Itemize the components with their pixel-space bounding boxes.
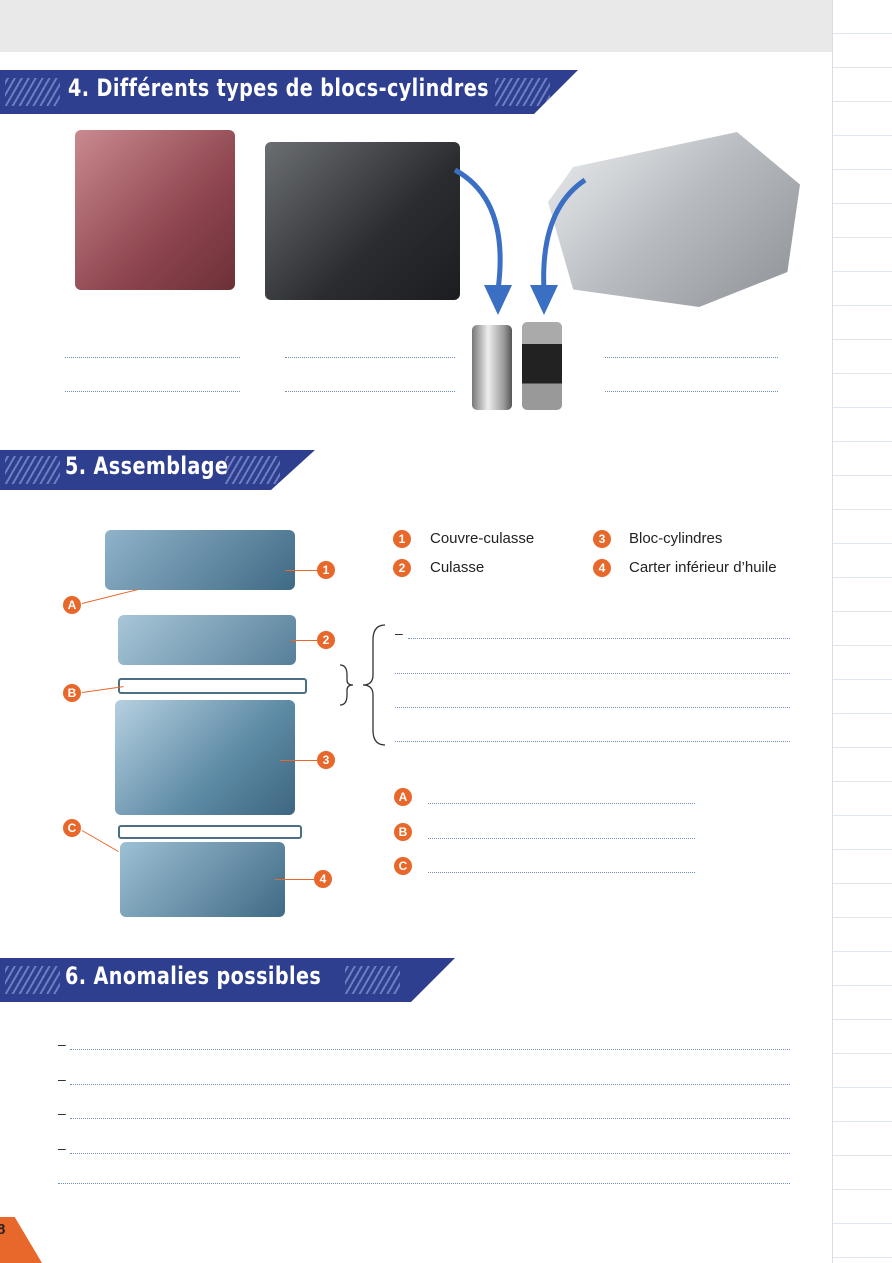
page-number-tab: 8 xyxy=(0,1217,42,1263)
legend-label: Couvre-culasse xyxy=(430,530,535,547)
banner-hatch xyxy=(225,456,280,484)
page-number: 8 xyxy=(0,1221,6,1238)
wet-liner-image xyxy=(472,325,512,410)
section-5-banner: 5. Assemblage xyxy=(0,450,315,490)
dry-liner-image xyxy=(522,322,562,410)
legend-label: Culasse xyxy=(430,559,485,576)
answer-line[interactable] xyxy=(395,741,790,742)
answer-line[interactable] xyxy=(285,391,455,392)
banner-hatch xyxy=(5,456,60,484)
legend-num: 3 xyxy=(593,530,611,548)
section-4-banner: 4. Différents types de blocs-cylindres xyxy=(0,70,578,114)
legend-num: 4 xyxy=(593,559,611,577)
legend-label: Carter inférieur d’huile xyxy=(629,559,777,576)
cylinder-head-cover-image xyxy=(105,530,295,590)
callout-1: 1 xyxy=(317,561,335,579)
leader-line xyxy=(285,570,317,571)
answer-line[interactable] xyxy=(58,1183,790,1184)
legend-label: Bloc-cylindres xyxy=(629,530,723,547)
answer-line[interactable] xyxy=(428,872,695,873)
answer-line[interactable] xyxy=(395,707,790,708)
arrows-to-liners-icon xyxy=(453,167,587,315)
engine-block-image xyxy=(115,700,295,815)
head-gasket-image xyxy=(118,678,307,694)
dash: – xyxy=(58,1071,66,1087)
legend-num: 2 xyxy=(393,559,411,577)
dash: – xyxy=(58,1105,66,1121)
banner-hatch xyxy=(495,78,550,106)
section-5-title: 5. Assemblage xyxy=(65,452,229,480)
leader-line xyxy=(280,760,317,761)
callout-c: C xyxy=(63,819,81,837)
callout-a: A xyxy=(63,596,81,614)
answer-line[interactable] xyxy=(70,1049,790,1050)
leader-line xyxy=(81,588,139,604)
banner-hatch xyxy=(5,966,60,994)
oil-pan-gasket-image xyxy=(118,825,302,839)
dry-liner-block-image xyxy=(265,142,460,300)
answer-line[interactable] xyxy=(428,838,695,839)
dash: – xyxy=(58,1140,66,1156)
page-edge-margin xyxy=(832,0,892,1263)
leader-line xyxy=(290,640,317,641)
brace-icon xyxy=(339,624,386,746)
answer-line[interactable] xyxy=(605,391,778,392)
callout-3: 3 xyxy=(317,751,335,769)
leader-line xyxy=(275,879,314,880)
cast-iron-block-image xyxy=(75,130,235,290)
section-6-banner: 6. Anomalies possibles xyxy=(0,958,455,1002)
answer-line[interactable] xyxy=(70,1084,790,1085)
banner-hatch xyxy=(5,78,60,106)
dash: – xyxy=(395,625,403,641)
answer-line[interactable] xyxy=(428,803,695,804)
answer-line[interactable] xyxy=(70,1153,790,1154)
leader-line xyxy=(81,830,119,852)
legend-num: 1 xyxy=(393,530,411,548)
dash: – xyxy=(58,1036,66,1052)
callout-b: B xyxy=(63,684,81,702)
answer-line[interactable] xyxy=(65,391,240,392)
callout-4: 4 xyxy=(314,870,332,888)
oil-pan-image xyxy=(120,842,285,917)
cylinder-head-image xyxy=(118,615,296,665)
section-6-title: 6. Anomalies possibles xyxy=(65,962,322,990)
letter-a: A xyxy=(394,788,412,806)
answer-line[interactable] xyxy=(605,357,778,358)
answer-line[interactable] xyxy=(285,357,455,358)
callout-2: 2 xyxy=(317,631,335,649)
scan-top-margin xyxy=(0,0,832,52)
banner-hatch xyxy=(345,966,400,994)
answer-line[interactable] xyxy=(65,357,240,358)
answer-line[interactable] xyxy=(70,1118,790,1119)
letter-b: B xyxy=(394,823,412,841)
answer-line[interactable] xyxy=(408,638,790,639)
answer-line[interactable] xyxy=(395,673,790,674)
section-4-title: 4. Différents types de blocs-cylindres xyxy=(68,74,489,102)
letter-c: C xyxy=(394,857,412,875)
